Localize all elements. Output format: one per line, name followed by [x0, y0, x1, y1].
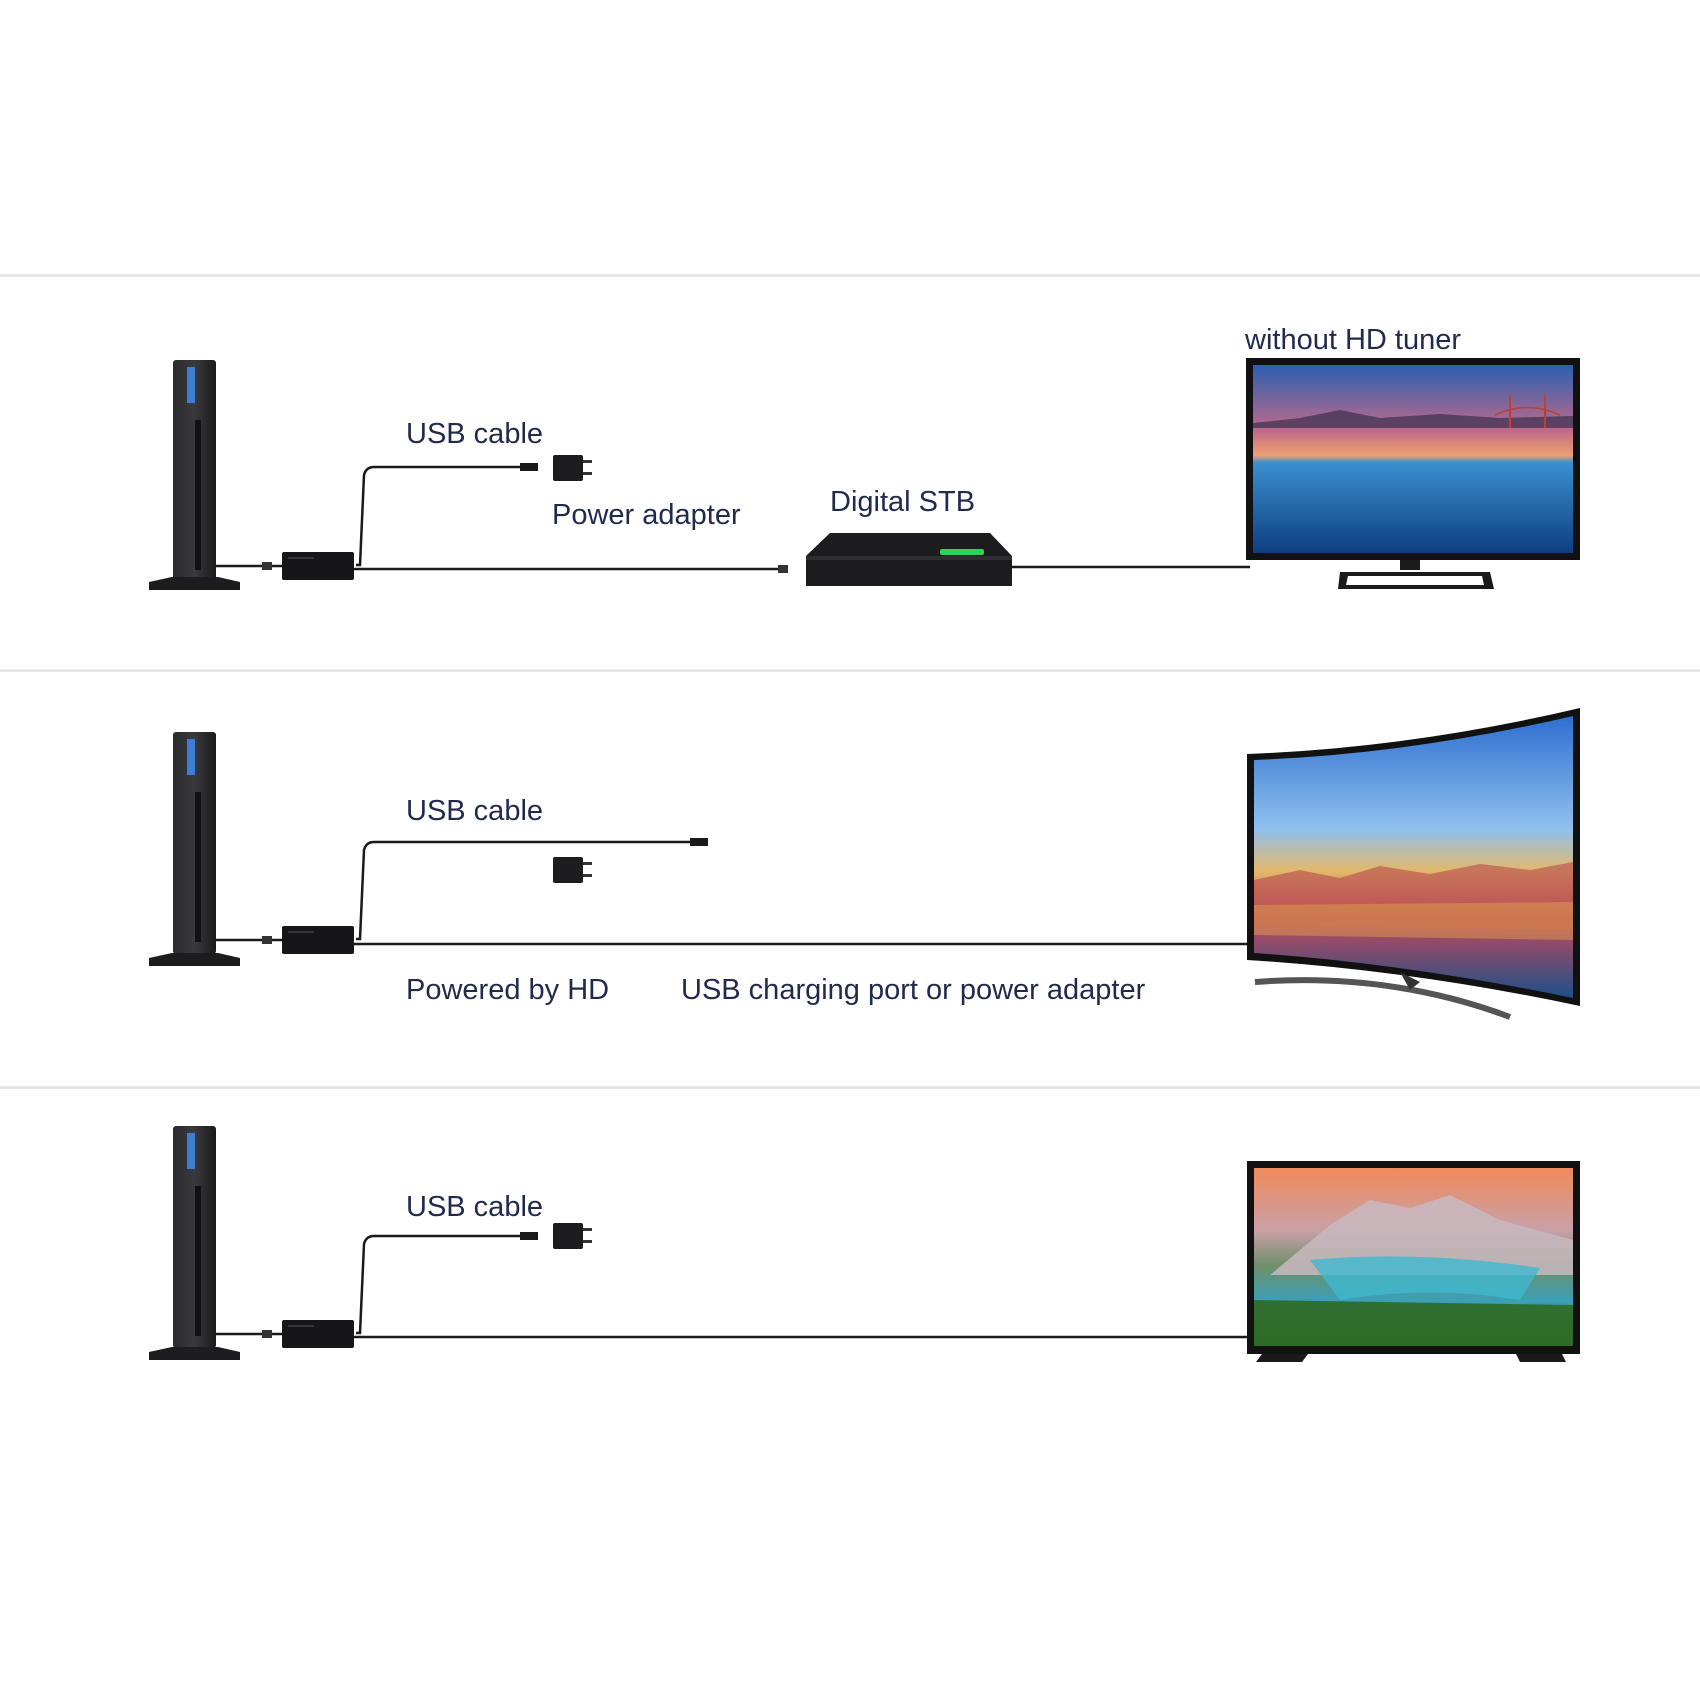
antenna-icon [149, 1126, 240, 1360]
antenna-icon [149, 360, 240, 590]
stb-led-icon [940, 549, 984, 555]
row-1-tv-caption: without HD tuner [1245, 324, 1461, 356]
cable-connector [262, 1330, 272, 1338]
row-3-diagram [149, 1126, 1580, 1362]
tv-icon [1246, 358, 1580, 589]
row-divider-middle [0, 669, 1700, 672]
cable-connector [262, 936, 272, 944]
usb-plug-icon [520, 463, 538, 471]
power-adapter-icon [553, 455, 583, 481]
amplifier-box-icon [282, 926, 354, 954]
set-top-box-icon [806, 533, 1012, 586]
power-adapter-icon [553, 857, 583, 883]
amplifier-box-icon [282, 552, 354, 580]
usb-cable-line [356, 840, 695, 941]
row-2-powered-by-label: Powered by HD [406, 974, 610, 1006]
usb-plug-icon [520, 1232, 538, 1240]
row-2-usb-port-label: USB charging port or power adapter [681, 974, 1146, 1006]
cable-connector [262, 562, 272, 570]
row-2-diagram [149, 708, 1580, 1020]
row-1-usb-cable-label: USB cable [406, 418, 544, 450]
row-1-digital-stb-label: Digital STB [830, 486, 976, 518]
antenna-icon [149, 732, 240, 966]
power-adapter-icon [553, 1223, 583, 1249]
row-2-usb-cable-label: USB cable [406, 795, 544, 827]
usb-cable-line [356, 1234, 525, 1335]
row-1-power-adapter-label: Power adapter [552, 499, 741, 531]
row-1-diagram [149, 358, 1580, 590]
tv-icon [1247, 1161, 1580, 1362]
curved-tv-icon [1247, 708, 1580, 1020]
amplifier-box-icon [282, 1320, 354, 1348]
usb-cable-line [356, 465, 525, 567]
row-3-usb-cable-label: USB cable [406, 1191, 544, 1223]
row-divider-top [0, 274, 1700, 277]
usb-plug-icon [690, 838, 708, 846]
row-divider-bottom [0, 1086, 1700, 1089]
